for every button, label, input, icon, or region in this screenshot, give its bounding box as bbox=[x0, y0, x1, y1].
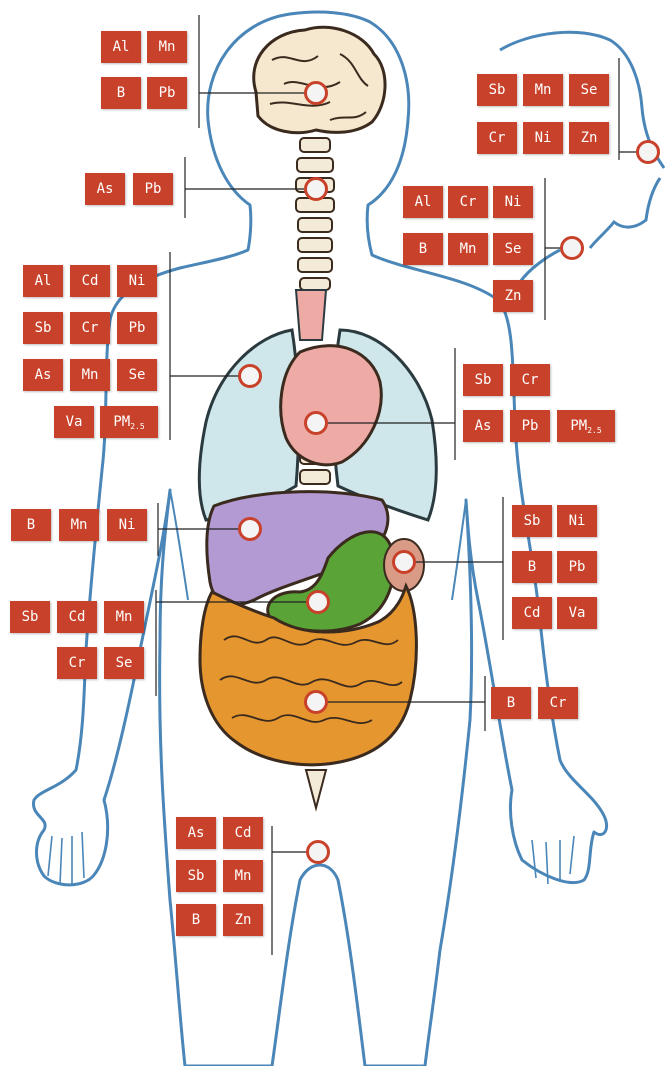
brain-marker bbox=[304, 81, 328, 105]
element-tile: Sb bbox=[477, 74, 517, 106]
element-tile: Cd bbox=[223, 817, 263, 849]
pm-tile: PM2.5 bbox=[557, 410, 615, 442]
pm-tile: PM2.5 bbox=[100, 406, 158, 438]
brain-shape bbox=[254, 27, 385, 132]
element-tile: As bbox=[85, 173, 125, 205]
element-tile: Zn bbox=[223, 904, 263, 936]
element-tile: Cr bbox=[510, 364, 550, 396]
kidney-marker bbox=[392, 550, 416, 574]
element-tile: B bbox=[403, 233, 443, 265]
element-tile: Se bbox=[493, 233, 533, 265]
element-tile: Mn bbox=[70, 359, 110, 391]
pm-subscript: 2.5 bbox=[587, 426, 601, 435]
element-tile: Se bbox=[117, 359, 157, 391]
element-tile: As bbox=[463, 410, 503, 442]
element-tile: Cd bbox=[512, 597, 552, 629]
element-tile: Zn bbox=[569, 122, 609, 154]
element-tile: As bbox=[23, 359, 63, 391]
element-tile: Pb bbox=[147, 77, 187, 109]
spinal-cord-marker bbox=[304, 177, 328, 201]
element-tile: Al bbox=[101, 31, 141, 63]
element-tile: Pb bbox=[133, 173, 173, 205]
element-tile: Sb bbox=[176, 860, 216, 892]
element-tile: Ni bbox=[523, 122, 563, 154]
heart-marker bbox=[304, 411, 328, 435]
element-tile: Cd bbox=[70, 265, 110, 297]
element-tile: Va bbox=[557, 597, 597, 629]
element-tile: Va bbox=[54, 406, 94, 438]
element-tile: Al bbox=[403, 186, 443, 218]
neck-profile-marker bbox=[560, 236, 584, 260]
element-tile: Al bbox=[23, 265, 63, 297]
element-tile: As bbox=[176, 817, 216, 849]
intestine-marker bbox=[304, 690, 328, 714]
element-tile: Zn bbox=[493, 280, 533, 312]
element-tile: Mn bbox=[59, 509, 99, 541]
element-tile: Mn bbox=[104, 601, 144, 633]
head-profile-marker bbox=[636, 140, 660, 164]
lungs-marker bbox=[238, 364, 262, 388]
element-tile: Mn bbox=[147, 31, 187, 63]
element-tile: Pb bbox=[510, 410, 550, 442]
element-tile: Cd bbox=[57, 601, 97, 633]
element-tile: Sb bbox=[10, 601, 50, 633]
pm-label: PM bbox=[570, 418, 587, 434]
element-tile: Pb bbox=[557, 551, 597, 583]
element-tile: Cr bbox=[477, 122, 517, 154]
element-tile: Ni bbox=[107, 509, 147, 541]
reproductive-marker bbox=[306, 840, 330, 864]
element-tile: Sb bbox=[512, 505, 552, 537]
stomach-marker bbox=[306, 590, 330, 614]
pm-subscript: 2.5 bbox=[130, 422, 144, 431]
element-tile: Cr bbox=[448, 186, 488, 218]
element-tile: Ni bbox=[557, 505, 597, 537]
liver-marker bbox=[238, 517, 262, 541]
element-tile: B bbox=[176, 904, 216, 936]
element-tile: Sb bbox=[463, 364, 503, 396]
element-tile: Se bbox=[104, 647, 144, 679]
element-tile: Mn bbox=[223, 860, 263, 892]
element-tile: B bbox=[512, 551, 552, 583]
element-tile: Sb bbox=[23, 312, 63, 344]
pm-label: PM bbox=[113, 414, 130, 430]
element-tile: B bbox=[491, 687, 531, 719]
element-tile: B bbox=[11, 509, 51, 541]
element-tile: Ni bbox=[117, 265, 157, 297]
element-tile: Cr bbox=[538, 687, 578, 719]
element-tile: Mn bbox=[448, 233, 488, 265]
element-tile: Pb bbox=[117, 312, 157, 344]
element-tile: Ni bbox=[493, 186, 533, 218]
element-tile: Cr bbox=[57, 647, 97, 679]
element-tile: Mn bbox=[523, 74, 563, 106]
element-tile: B bbox=[101, 77, 141, 109]
element-tile: Cr bbox=[70, 312, 110, 344]
element-tile: Se bbox=[569, 74, 609, 106]
